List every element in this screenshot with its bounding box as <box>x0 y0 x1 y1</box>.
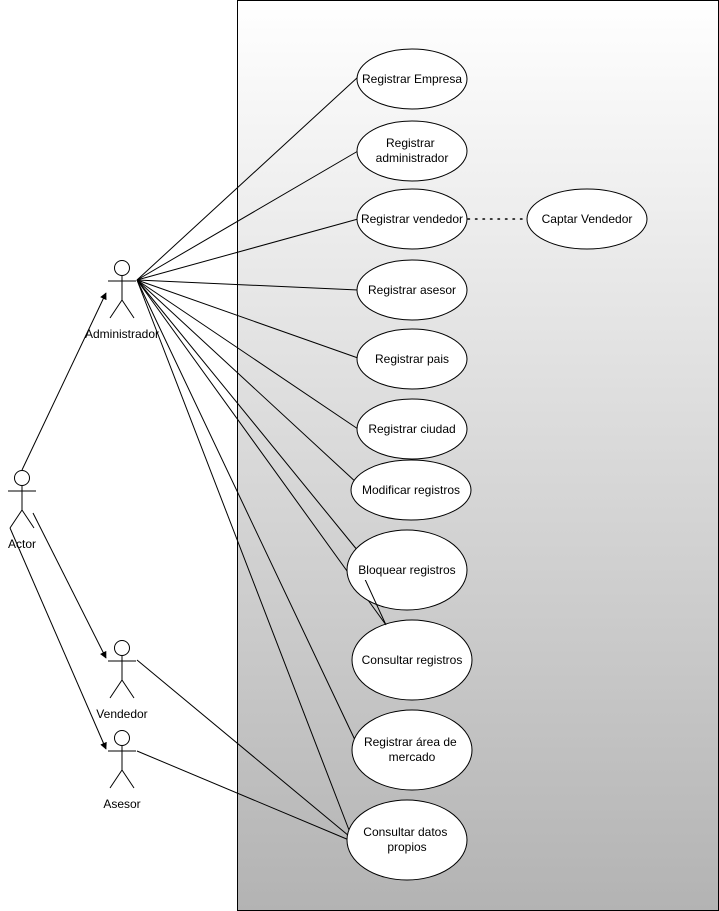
actor-label-asesor: Asesor <box>103 797 140 811</box>
assoc-admin-registrar-vendedor <box>136 218 359 281</box>
usecase-label-registrar-area-mercado: Registrar área de mercado <box>364 735 460 764</box>
usecase-registrar-area-mercado[interactable] <box>351 709 473 791</box>
assoc-admin-bloquear-registros <box>136 279 359 552</box>
usecase-consultar-registros[interactable] <box>351 619 473 701</box>
actor-label-actor: Actor <box>8 537 36 551</box>
assoc-vendedor-consultar-datos-propios <box>136 659 350 837</box>
usecase-registrar-asesor[interactable] <box>356 259 468 321</box>
assoc-admin-registrar-asesor <box>136 279 359 291</box>
secondary-associations <box>136 659 350 841</box>
usecase-captar-vendedor[interactable] <box>526 188 648 250</box>
actor-figure-administrador[interactable] <box>108 260 136 319</box>
usecase-registrar-pais[interactable] <box>356 328 468 390</box>
usecase-registrar-ciudad[interactable] <box>356 398 468 460</box>
usecase-registrar-vendedor[interactable] <box>356 188 468 250</box>
usecase-label-consultar-datos-propios: Consultar datos propios <box>363 825 450 854</box>
usecase-label-registrar-vendedor: Registrar vendedor <box>361 212 463 226</box>
assoc-admin-registrar-pais <box>136 279 359 359</box>
assoc-admin-consultar-datos-propios <box>136 279 350 831</box>
assoc-admin-consultar-registros <box>136 279 387 626</box>
actor-label-vendedor: Vendedor <box>96 707 147 721</box>
usecase-registrar-administrador[interactable] <box>356 120 468 182</box>
usecase-label-registrar-asesor: Registrar asesor <box>368 283 456 297</box>
label-backdrop-bloquear <box>352 560 462 580</box>
usecase-label-registrar-administrador: Registrar administrador <box>376 136 449 165</box>
administrador-associations <box>136 76 387 831</box>
arrow-actor-to-asesor <box>9 527 107 750</box>
usecase-label-consultar-registros: Consultar registros <box>362 653 463 667</box>
arrow-actor-to-administrador <box>21 292 107 471</box>
actor-figure-actor[interactable] <box>8 470 36 529</box>
assoc-asesor-consultar-datos-propios <box>136 750 350 841</box>
assoc-admin-registrar-empresa <box>136 76 359 281</box>
usecase-modificar-registros[interactable] <box>350 459 472 521</box>
assoc-admin-registrar-administrador <box>136 150 359 281</box>
usecase-label-registrar-ciudad: Registrar ciudad <box>368 422 455 436</box>
usecase-label-registrar-empresa: Registrar Empresa <box>362 72 462 86</box>
assoc-admin-registrar-ciudad <box>136 279 359 430</box>
actor-figure-asesor[interactable] <box>108 730 136 789</box>
usecase-label-registrar-pais: Registrar pais <box>375 352 449 366</box>
system-boundary <box>237 0 719 911</box>
usecase-label-modificar-registros: Modificar registros <box>362 483 460 497</box>
arrow-actor-to-vendedor <box>32 512 107 659</box>
actor-label-administrador: Administrador <box>85 327 159 341</box>
actor-generalizations <box>9 292 107 750</box>
assoc-admin-registrar-area-mercado <box>136 279 356 741</box>
actor-figure-vendedor[interactable] <box>108 640 136 699</box>
usecase-label-captar-vendedor: Captar Vendedor <box>542 212 633 226</box>
assoc-admin-modificar-registros <box>136 279 359 485</box>
usecase-label-bloquear-registros: Bloquear registros <box>358 563 455 577</box>
usecase-registrar-empresa[interactable] <box>356 48 468 110</box>
usecase-consultar-datos-propios[interactable] <box>346 799 468 881</box>
